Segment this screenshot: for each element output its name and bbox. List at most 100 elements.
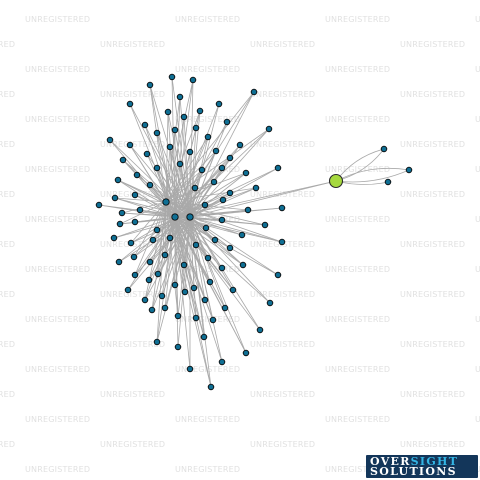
graph-edge: [151, 216, 191, 311]
graph-edge: [165, 129, 176, 203]
watermark-text: UNREGISTERED: [325, 115, 390, 124]
graph-edge: [174, 181, 215, 218]
graph-node: [161, 251, 169, 259]
graph-node: [189, 76, 197, 84]
watermark-text: UNREGISTERED: [325, 365, 390, 374]
watermark-text: UNREGISTERED: [325, 65, 390, 74]
watermark-text: UNREGISTERED: [175, 265, 240, 274]
graph-node: [207, 383, 215, 391]
graph-node: [180, 261, 188, 269]
graph-node: [278, 204, 286, 212]
graph-node: [141, 296, 149, 304]
graph-node: [141, 121, 149, 129]
graph-node: [242, 169, 250, 177]
watermark-text: UNREGISTERED: [0, 40, 15, 49]
graph-node: [161, 304, 169, 312]
graph-edge: [174, 167, 223, 218]
watermark-text: UNREGISTERED: [175, 415, 240, 424]
graph-edge: [174, 216, 223, 363]
graph-node: [201, 201, 209, 209]
watermark-text: UNREGISTERED: [175, 315, 240, 324]
graph-node: [229, 286, 237, 294]
graph-node: [110, 234, 118, 242]
graph-node: [146, 181, 154, 189]
watermark-text: UNREGISTERED: [400, 340, 465, 349]
watermark-text: UNREGISTERED: [25, 215, 90, 224]
watermark-text: UNREGISTERED: [0, 440, 15, 449]
watermark-text: UNREGISTERED: [0, 290, 15, 299]
watermark-text: UNREGISTERED: [250, 90, 315, 99]
watermark-text: UNREGISTERED: [475, 265, 480, 274]
graph-node: [226, 189, 234, 197]
oversight-solutions-logo: OVERSIGHT SOLUTIONS: [366, 455, 478, 478]
graph-node: [143, 150, 151, 158]
graph-edge: [151, 216, 176, 311]
logo-word-sight: SIGHT: [410, 455, 459, 468]
graph-edge: [189, 216, 211, 283]
graph-node: [114, 176, 122, 184]
graph-edge: [165, 172, 247, 203]
graph-node: [127, 239, 135, 247]
graph-node: [180, 113, 188, 121]
watermark-text: UNREGISTERED: [250, 290, 315, 299]
graph-node: [106, 136, 114, 144]
graph-node: [405, 166, 413, 174]
watermark-text: UNREGISTERED: [25, 465, 90, 474]
graph-node: [166, 143, 174, 151]
graph-node: [265, 125, 273, 133]
graph-node: [218, 216, 226, 224]
graph-edge: [165, 201, 179, 317]
graph-node: [181, 288, 189, 296]
watermark-text: UNREGISTERED: [475, 15, 480, 24]
graph-edge: [189, 216, 223, 363]
graph-edge: [189, 216, 283, 243]
graph-node: [174, 343, 182, 351]
watermark-text: UNREGISTERED: [325, 415, 390, 424]
graph-node: [210, 178, 218, 186]
graph-edge: [144, 201, 167, 301]
graph-node: [218, 358, 226, 366]
graph-edge: [174, 180, 337, 218]
graph-edge: [189, 180, 337, 218]
graph-node: [149, 236, 157, 244]
graph-node: [153, 226, 161, 234]
graph-edge: [156, 167, 176, 218]
watermark-text: UNREGISTERED: [400, 140, 465, 149]
watermark-text: UNREGISTERED: [475, 65, 480, 74]
graph-edge: [174, 216, 261, 331]
logo-word-over: OVER: [370, 455, 411, 468]
graph-node: [116, 220, 124, 228]
graph-node: [153, 129, 161, 137]
graph-node: [146, 81, 154, 89]
graph-node: [95, 201, 103, 209]
graph-edge: [189, 150, 217, 218]
graph-edge: [114, 197, 167, 203]
watermark-text: UNREGISTERED: [475, 365, 480, 374]
watermark-text: UNREGISTERED: [475, 215, 480, 224]
graph-node: [266, 299, 274, 307]
graph-node: [174, 312, 182, 320]
graph-edge: [179, 163, 191, 218]
graph-edge: [144, 216, 176, 301]
graph-node: [148, 306, 156, 314]
graph-node: [154, 270, 162, 278]
graph-node: [192, 314, 200, 322]
graph-node: [171, 213, 179, 221]
watermark-text: UNREGISTERED: [0, 90, 15, 99]
graph-edge: [165, 187, 257, 203]
graph-node: [384, 178, 392, 186]
graph-edge: [174, 216, 205, 338]
watermark-text: UNREGISTERED: [475, 415, 480, 424]
watermark-text: UNREGISTERED: [325, 265, 390, 274]
graph-edge: [165, 146, 171, 203]
graph-node: [164, 108, 172, 116]
graph-edge: [169, 146, 176, 218]
watermark-text: UNREGISTERED: [0, 140, 15, 149]
graph-edge: [189, 91, 255, 218]
graph-node: [166, 234, 174, 242]
graph-edge: [174, 216, 179, 348]
graph-edge: [156, 216, 191, 343]
graph-node: [126, 141, 134, 149]
watermark-text: UNREGISTERED: [175, 65, 240, 74]
graph-node: [171, 126, 179, 134]
